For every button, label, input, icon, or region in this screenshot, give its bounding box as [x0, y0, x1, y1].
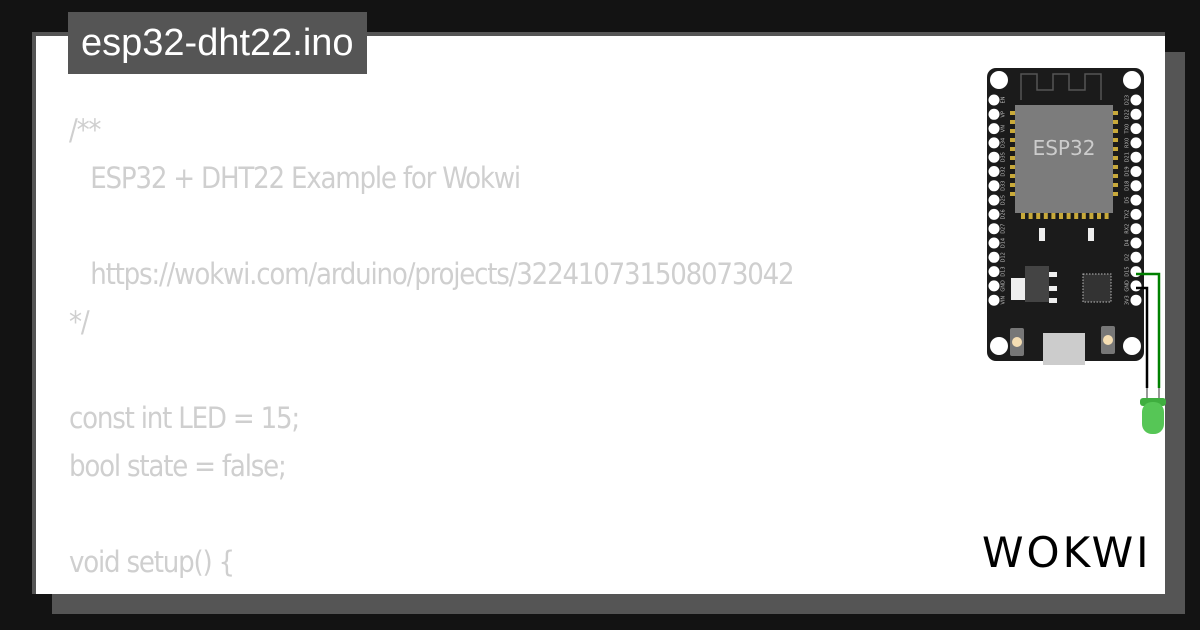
regulator-body	[1025, 266, 1049, 302]
wire-signal[interactable]	[1136, 272, 1161, 388]
pin-label: D15	[1125, 266, 1131, 276]
pin-label: 3V3	[1125, 295, 1131, 305]
pin-label: D4	[1125, 239, 1131, 246]
pin-label: GND	[1125, 280, 1131, 292]
pin-d13[interactable]	[988, 266, 1000, 278]
code-line: Serial.begin(115200);	[69, 586, 793, 594]
code-line: void setup() {	[69, 545, 235, 579]
pin-label: D2	[1125, 254, 1131, 261]
pin-label: D25	[1001, 195, 1007, 205]
pin-d26[interactable]	[988, 208, 1000, 220]
pin-d33[interactable]	[988, 180, 1000, 192]
pin-d14[interactable]	[988, 237, 1000, 249]
pin-label: D35	[1001, 152, 1007, 162]
pin-d18[interactable]	[1130, 180, 1142, 192]
wokwi-logo: WOKWI	[982, 528, 1152, 577]
pin-gnd[interactable]	[1130, 280, 1142, 292]
pin-d19[interactable]	[1130, 166, 1142, 177]
pin-d2[interactable]	[1130, 251, 1142, 263]
pin-label: D23	[1125, 95, 1131, 105]
pin-label: D13	[1001, 266, 1007, 276]
pin-d15[interactable]	[1130, 266, 1142, 278]
pin-vn[interactable]	[988, 123, 1000, 135]
pin-label: D5	[1125, 197, 1131, 204]
pin-label: VN	[1001, 125, 1007, 132]
reset-button[interactable]	[1103, 335, 1113, 345]
led-green[interactable]	[1140, 398, 1166, 434]
antenna-trace	[1020, 73, 1102, 100]
pin-d12[interactable]	[988, 251, 1000, 263]
code-line: ESP32 + DHT22 Example for Wokwi	[69, 161, 521, 195]
mount-hole	[1123, 337, 1141, 355]
svg-text:WOKWI: WOKWI	[982, 528, 1152, 577]
pin-label: VIN	[1001, 296, 1007, 305]
mount-hole	[1123, 71, 1141, 89]
code-line: const int LED = 15;	[69, 401, 300, 435]
pin-label: RX0	[1125, 138, 1131, 148]
pin-label: D21	[1125, 152, 1131, 162]
pin-tx0[interactable]	[1130, 123, 1142, 135]
pin-label: D18	[1125, 181, 1131, 191]
chip-label: ESP32	[1033, 136, 1096, 160]
pin-label: TX0	[1125, 124, 1131, 135]
code-line: */	[69, 305, 90, 339]
pin-d34[interactable]	[988, 137, 1000, 149]
code-background: /** ESP32 + DHT22 Example for Wokwi http…	[69, 106, 795, 594]
pin-label: EN	[1001, 96, 1007, 103]
chip-pads	[1010, 111, 1118, 219]
usb-chip	[1082, 273, 1112, 303]
pin-label: D32	[1001, 166, 1007, 176]
pin-label: D34	[1001, 138, 1007, 148]
pin-d21[interactable]	[1130, 151, 1142, 163]
pin-d35[interactable]	[988, 151, 1000, 163]
file-title: esp32-dht22.ino	[68, 12, 367, 74]
pin-label: TX2	[1125, 210, 1131, 221]
pin-label: VP	[1001, 111, 1007, 117]
pin-d27[interactable]	[988, 223, 1000, 235]
pin-vin[interactable]	[988, 294, 1000, 306]
pin-d32[interactable]	[988, 166, 1000, 177]
pin-d5[interactable]	[1130, 194, 1142, 206]
boot-button[interactable]	[1012, 337, 1022, 347]
pin-rx2[interactable]	[1130, 223, 1142, 235]
mount-hole	[990, 337, 1008, 355]
code-line	[69, 490, 793, 538]
pin-rx0[interactable]	[1130, 137, 1142, 149]
code-line: /**	[69, 113, 101, 147]
pin-label: RX2	[1125, 224, 1131, 234]
pin-gnd[interactable]	[988, 280, 1000, 292]
code-line: bool state = false;	[69, 449, 287, 483]
pin-en[interactable]	[988, 94, 1000, 106]
smd-led	[1088, 228, 1094, 241]
esp32-chip	[1015, 105, 1113, 213]
pin-label: D33	[1001, 181, 1007, 191]
pin-label: D26	[1001, 209, 1007, 219]
smd-led	[1039, 228, 1045, 241]
pin-label: D22	[1125, 109, 1131, 119]
preview-panel: /** ESP32 + DHT22 Example for Wokwi http…	[32, 32, 1165, 594]
pin-3v3[interactable]	[1130, 294, 1142, 306]
pin-label: GND	[1001, 280, 1007, 292]
pin-tx2[interactable]	[1130, 208, 1142, 220]
pin-label: D12	[1001, 252, 1007, 262]
pin-vp[interactable]	[988, 108, 1000, 120]
pin-d23[interactable]	[1130, 94, 1142, 106]
wire-ground[interactable]	[1136, 286, 1149, 388]
pin-d22[interactable]	[1130, 108, 1142, 120]
esp32-board[interactable]: ESP32 ENVPVND34D35D32D33D25D26D27D14D12D…	[985, 66, 1170, 446]
pin-label: D19	[1125, 166, 1131, 176]
pin-label: D14	[1001, 238, 1007, 248]
code-line	[69, 346, 793, 394]
code-line	[69, 202, 793, 250]
usb-port	[1043, 333, 1085, 365]
pin-label: D27	[1001, 224, 1007, 234]
regulator	[1011, 278, 1025, 300]
pin-d25[interactable]	[988, 194, 1000, 206]
mount-hole	[990, 71, 1008, 89]
pin-d4[interactable]	[1130, 237, 1142, 249]
code-line: https://wokwi.com/arduino/projects/32241…	[69, 257, 794, 291]
